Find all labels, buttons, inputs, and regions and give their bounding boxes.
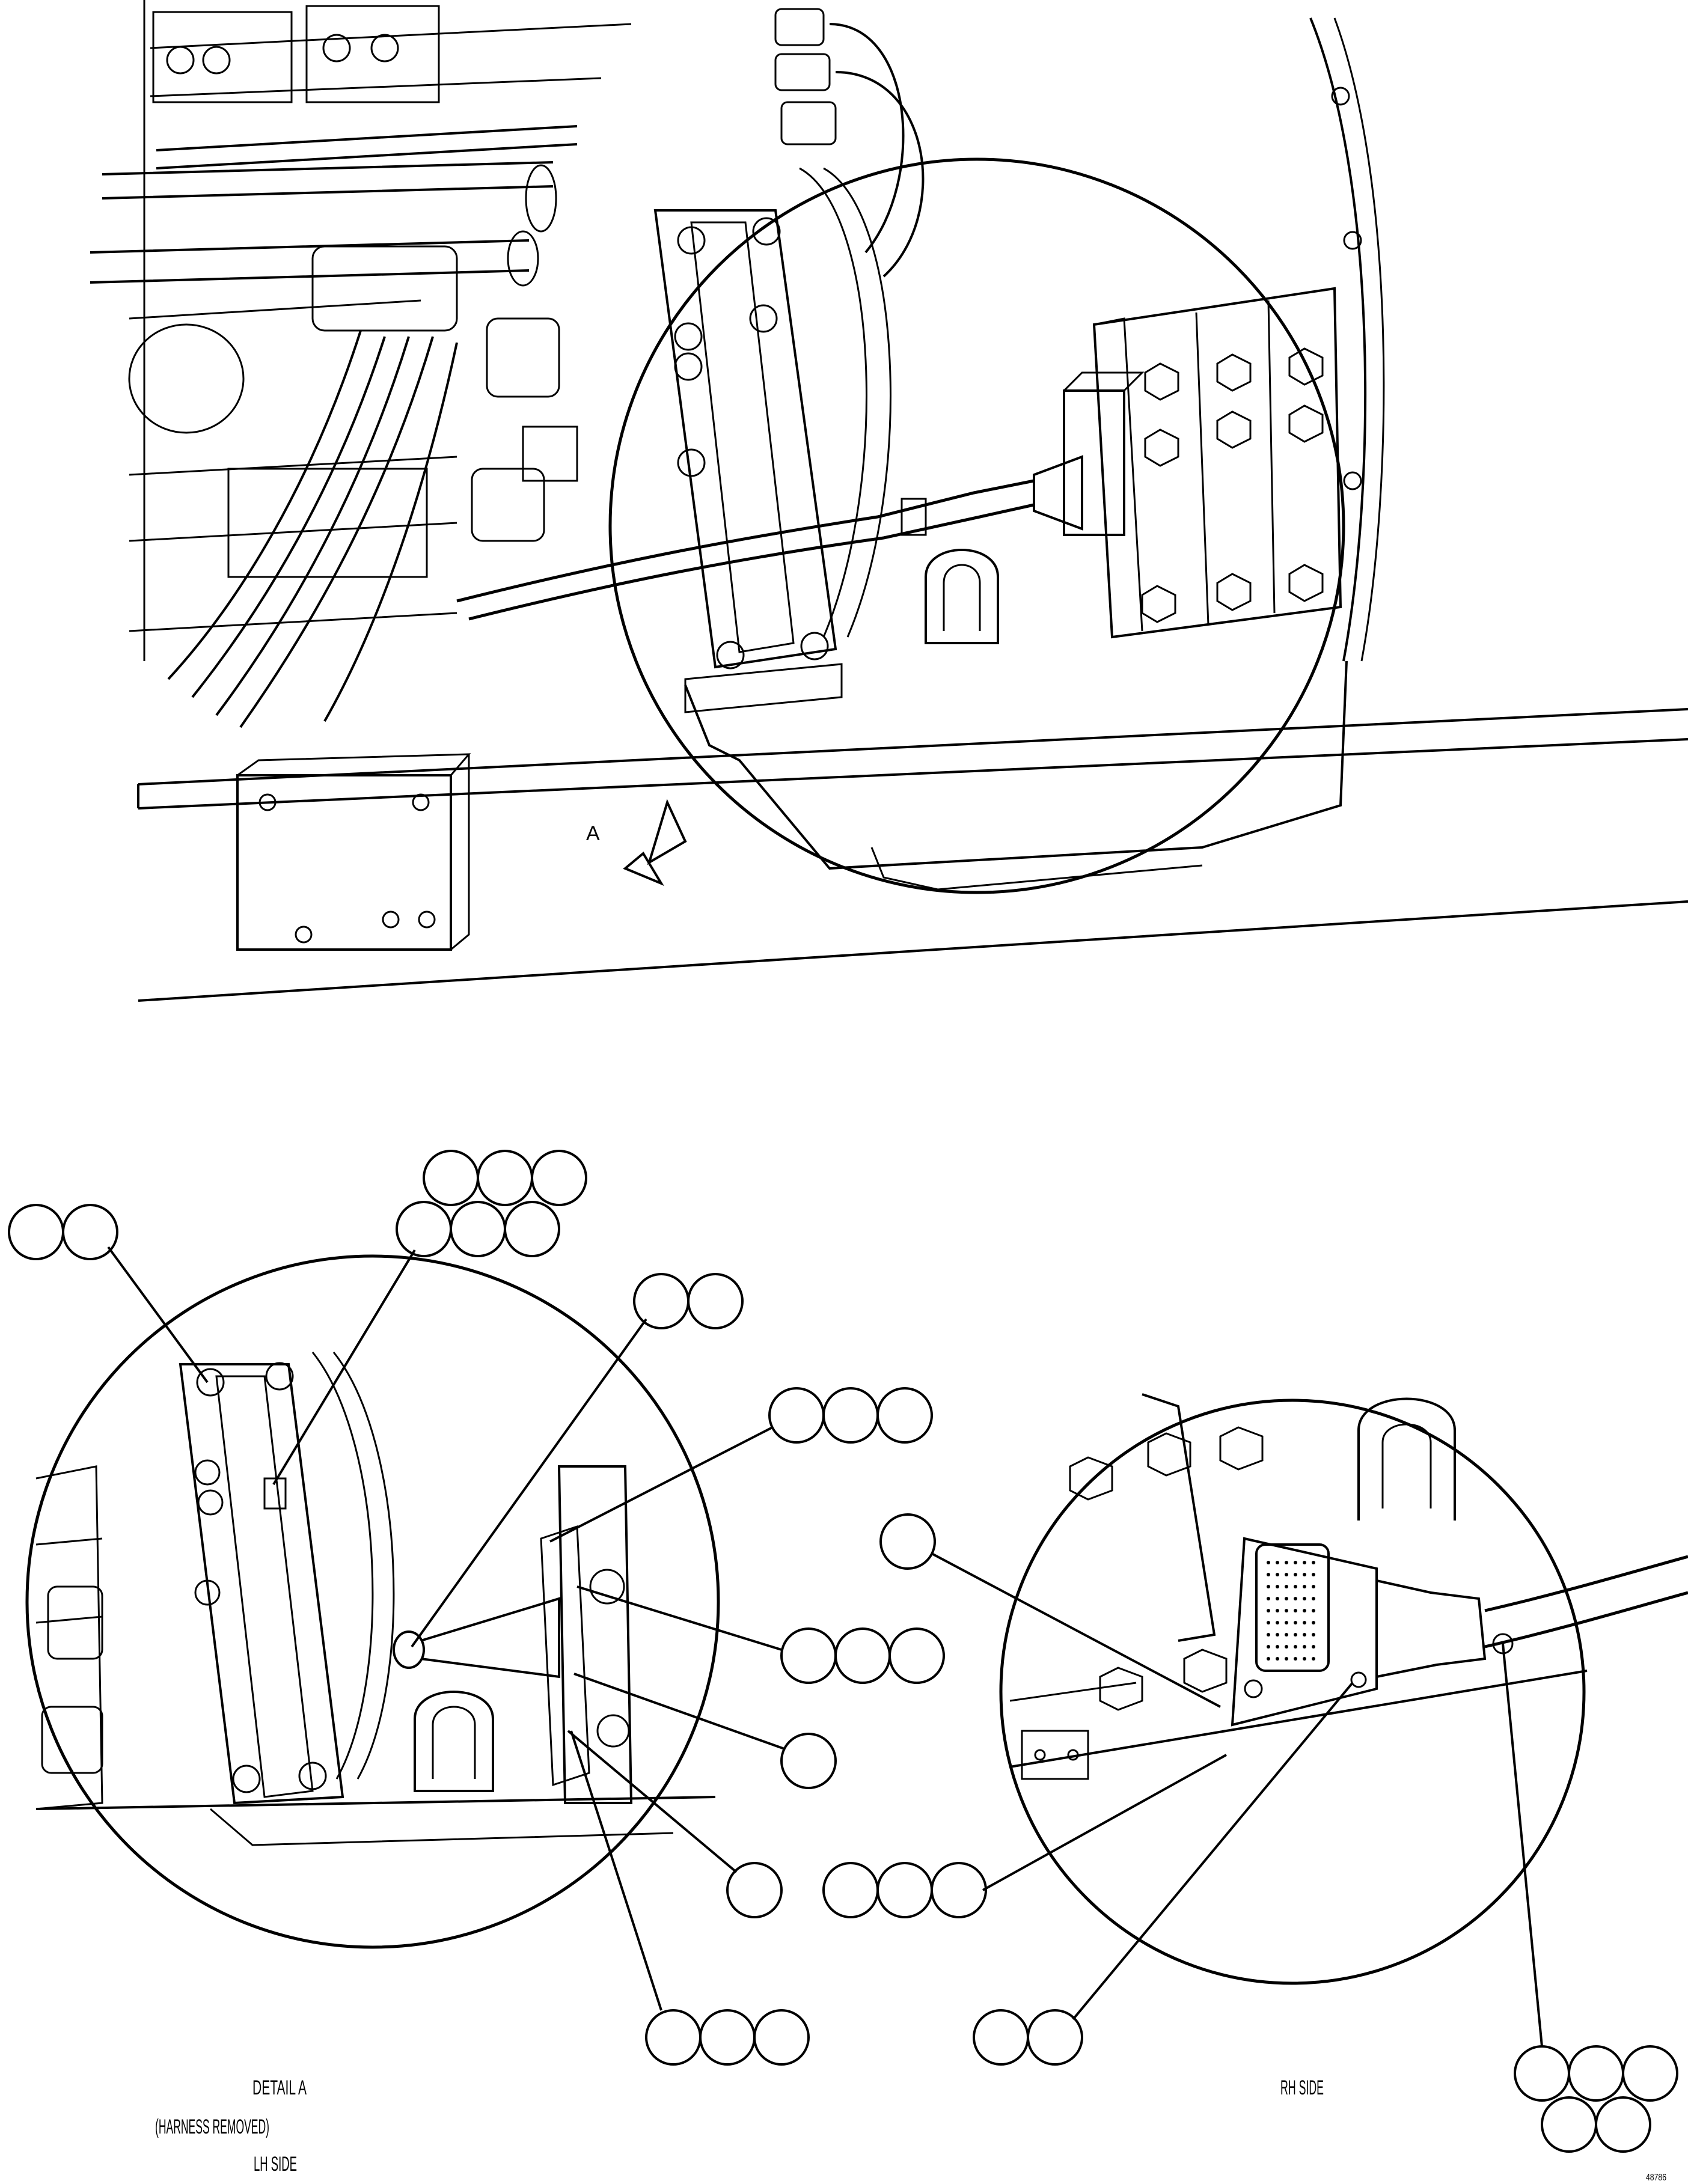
callout-g8 <box>567 1730 783 1918</box>
caption-harness-removed: (HARNESS REMOVED) <box>155 2115 269 2138</box>
callout-balloon <box>687 1273 744 1329</box>
callout-balloon <box>876 1862 933 1918</box>
callout-balloon <box>396 1201 452 1257</box>
callout-g3 <box>411 1273 744 1648</box>
detail-a-boundary <box>608 157 1345 894</box>
callout-balloon <box>780 1733 837 1789</box>
detail-a-circle <box>25 1254 720 1949</box>
callout-g1 <box>8 1204 209 1383</box>
callout-g5 <box>879 1513 1221 1708</box>
figure-code: 48786 <box>1646 2173 1666 2183</box>
callout-balloon <box>477 1150 533 1206</box>
callout-balloon <box>822 1862 879 1918</box>
detail-a-view <box>25 1254 720 1949</box>
callout-balloon <box>822 1387 879 1444</box>
callout-balloon <box>780 1627 837 1684</box>
detail-a-arrow: A <box>586 799 687 886</box>
rh-side-circle <box>999 1399 1586 1985</box>
caption-detail-a: DETAIL A <box>252 2076 307 2099</box>
callout-balloon <box>633 1273 690 1329</box>
callout-balloon <box>699 2009 756 2066</box>
callout-balloon <box>876 1387 933 1444</box>
callout-balloon <box>645 2009 702 2066</box>
callout-balloon <box>1027 2009 1083 2066</box>
callout-balloon <box>531 1150 587 1206</box>
callout-balloon <box>879 1513 936 1570</box>
engine-overview-view: A <box>90 0 1688 1002</box>
callout-g2 <box>272 1150 587 1486</box>
detail-a-caption: DETAIL A (HARNESS REMOVED) LH SIDE <box>155 2076 307 2176</box>
callout-balloon <box>423 1150 479 1206</box>
connector-pin-grid <box>1267 1561 1315 1661</box>
callout-g10 <box>570 1730 810 2066</box>
callout-balloon <box>1595 2096 1651 2153</box>
callout-balloon <box>450 1201 506 1257</box>
callout-balloon <box>888 1627 945 1684</box>
engine-mount-bracket <box>1092 287 1342 639</box>
callout-balloon <box>1622 2045 1678 2102</box>
harness-bracket-plate <box>653 209 843 713</box>
caption-lh-side: LH SIDE <box>254 2153 297 2176</box>
detail-a-marker: A <box>586 822 600 845</box>
mount-plate <box>236 753 471 951</box>
callout-balloon <box>1514 2045 1570 2102</box>
callout-g6 <box>576 1585 945 1684</box>
callout-g11 <box>973 1682 1354 2066</box>
callout-balloon <box>973 2009 1029 2066</box>
callout-balloon <box>8 1204 64 1260</box>
callout-g4 <box>549 1387 933 1543</box>
rh-side-view <box>999 1393 1688 1985</box>
callout-g12 <box>1502 1643 1678 2153</box>
callout-balloon <box>768 1387 825 1444</box>
callout-balloon <box>753 2009 810 2066</box>
callout-balloon <box>1568 2045 1624 2102</box>
callout-balloon <box>931 1862 987 1918</box>
callout-g9 <box>822 1754 1227 1918</box>
harness-connector <box>1231 1537 1688 1727</box>
callout-balloon <box>1541 2096 1597 2153</box>
callout-balloon <box>834 1627 891 1684</box>
caption-rh-side: RH SIDE <box>1280 2076 1324 2099</box>
callout-balloon <box>504 1201 560 1257</box>
callout-g7 <box>573 1673 837 1789</box>
callout-balloon <box>726 1862 783 1918</box>
callout-balloon <box>62 1204 118 1260</box>
